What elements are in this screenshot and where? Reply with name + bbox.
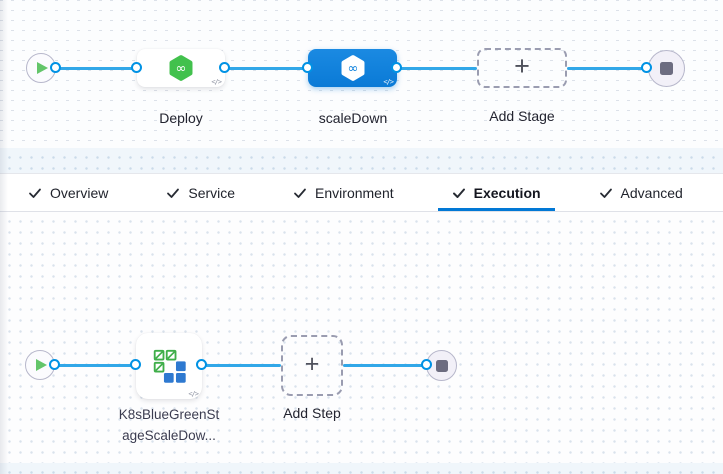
add-stage-button[interactable]: + (477, 48, 567, 88)
add-stage-label: Add Stage (489, 108, 555, 124)
panel-top-strip (0, 148, 723, 173)
check-icon (452, 188, 465, 198)
connector-port[interactable] (50, 62, 61, 73)
stage-label-scaledown: scaleDown (318, 110, 388, 126)
tab-label: Environment (315, 184, 394, 201)
stop-icon (660, 62, 673, 75)
stage-config-tabbar: Overview Service Environment Execution A… (0, 173, 723, 212)
cd-stage-icon: ∞ (338, 53, 368, 83)
tab-execution[interactable]: Execution (437, 174, 555, 211)
check-icon (294, 188, 306, 198)
cd-stage-icon: ∞ (166, 53, 196, 83)
yaml-toggle-icon[interactable]: </> (211, 78, 222, 86)
connector-port[interactable] (131, 62, 142, 73)
connector-port[interactable] (219, 62, 230, 73)
connector-port[interactable] (641, 62, 652, 73)
pipeline-end-node[interactable] (648, 50, 685, 87)
connector-port[interactable] (421, 359, 432, 370)
tab-label: Advanced (620, 184, 683, 201)
connector-line (56, 66, 137, 70)
plus-icon: + (304, 349, 320, 378)
check-icon (29, 188, 41, 198)
tab-environment[interactable]: Environment (279, 174, 408, 211)
connector-line (567, 66, 647, 70)
step-node-k8s-bluegreen-scaledown[interactable]: </> (136, 333, 202, 399)
stage-label-deploy: Deploy (159, 110, 203, 126)
connector-line (202, 363, 281, 367)
play-icon (35, 359, 47, 371)
tab-label: Service (188, 184, 236, 201)
stage-node-deploy[interactable]: ∞ </> (137, 49, 225, 87)
tab-advanced[interactable]: Advanced (585, 174, 697, 211)
play-icon (36, 62, 48, 74)
tab-label: Overview (50, 184, 109, 201)
tab-service[interactable]: Service (152, 174, 249, 211)
connector-line (343, 363, 427, 367)
add-step-button[interactable]: + (281, 335, 343, 396)
check-icon (167, 188, 180, 198)
connector-line (55, 363, 136, 367)
plus-icon: + (514, 51, 530, 81)
k8s-scale-down-icon (151, 348, 188, 385)
connector-line (225, 66, 308, 70)
check-icon (599, 188, 612, 198)
connector-port[interactable] (196, 359, 207, 370)
stop-icon (435, 359, 448, 372)
connector-port[interactable] (130, 359, 141, 370)
tab-label: Execution (473, 184, 541, 201)
svg-text:∞: ∞ (347, 62, 358, 77)
add-step-label: Add Step (283, 405, 341, 421)
connector-port[interactable] (49, 359, 60, 370)
execution-step-canvas[interactable]: </> + K8sBlueGreenStageScaleDow... Add S… (0, 212, 723, 463)
stage-graph-canvas[interactable]: ∞ </> ∞ </> + (0, 0, 723, 148)
yaml-toggle-icon[interactable]: </> (188, 390, 199, 398)
connector-port[interactable] (302, 62, 313, 73)
tab-overview[interactable]: Overview (14, 174, 122, 211)
connector-line (397, 66, 477, 70)
yaml-toggle-icon[interactable]: </> (383, 78, 394, 86)
stage-node-scaledown[interactable]: ∞ </> (308, 49, 397, 87)
connector-port[interactable] (391, 62, 402, 73)
step-label-k8s-bluegreen-scaledown: K8sBlueGreenStageScaleDow... (118, 407, 220, 443)
svg-text:∞: ∞ (176, 62, 187, 77)
panel-bottom-strip (0, 463, 723, 474)
